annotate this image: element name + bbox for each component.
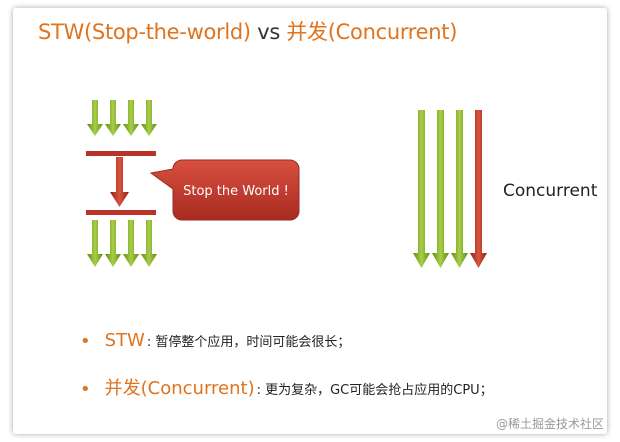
callout-bubble — [149, 159, 300, 221]
bullet-dot: • — [80, 379, 91, 400]
bullet-stw: • STW: 暂停整个应用，时间可能会很长； — [80, 330, 350, 352]
title-vs: vs — [257, 20, 280, 44]
concurrent-label: Concurrent — [503, 181, 598, 201]
stw-lower-arrows — [87, 220, 157, 267]
bullet-desc: : 暂停整个应用，时间可能会很长； — [146, 335, 351, 350]
red-gc-arrow — [470, 110, 487, 268]
green-arrow — [413, 110, 430, 268]
slide-title: STW(Stop-the-world) vs 并发(Concurrent) — [38, 16, 457, 46]
green-arrow — [451, 110, 468, 268]
title-stw: STW(Stop-the-world) — [38, 20, 251, 44]
bullet-term: STW — [104, 330, 145, 351]
green-arrow — [123, 220, 139, 267]
green-arrow — [105, 100, 121, 136]
green-arrow — [141, 220, 157, 267]
stw-upper-arrows — [87, 100, 157, 136]
concurrent-arrows — [413, 110, 487, 268]
green-arrow — [123, 100, 139, 136]
bullet-desc: : 更为复杂，GC可能会抢占应用的CPU； — [256, 383, 493, 398]
callout-label: Stop the World ! — [183, 184, 289, 199]
green-arrow — [141, 100, 157, 136]
watermark: @稀土掘金技术社区 — [495, 417, 604, 431]
green-arrow — [105, 220, 121, 267]
title-concurrent: 并发(Concurrent) — [286, 20, 458, 44]
green-arrow — [87, 220, 103, 267]
stw-callout: Stop the World ! — [149, 159, 300, 221]
bullet-term: 并发(Concurrent) — [104, 378, 255, 399]
bullet-dot: • — [80, 331, 91, 352]
green-arrow — [87, 100, 103, 136]
red-pause-arrow — [110, 157, 129, 207]
pause-end-bar — [86, 210, 156, 215]
pause-start-bar — [86, 151, 156, 156]
green-arrow — [432, 110, 449, 268]
bullet-concurrent: • 并发(Concurrent): 更为复杂，GC可能会抢占应用的CPU； — [80, 374, 493, 400]
